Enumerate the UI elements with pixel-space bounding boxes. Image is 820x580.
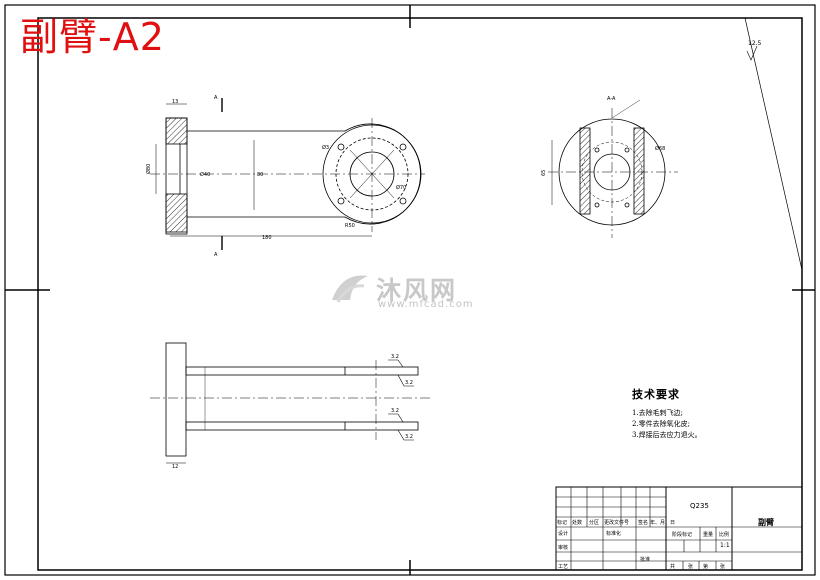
drawing-frame [37, 17, 803, 571]
role-review: 审核 [558, 545, 569, 551]
watermark-brand: 沐风网 [376, 276, 458, 305]
sheet-unit-label: 张 [720, 564, 726, 570]
corner-diagonal [744, 17, 803, 271]
role-design: 设计 [558, 531, 569, 537]
svg-text:A: A [214, 95, 218, 101]
front-view [150, 98, 425, 250]
svg-text:Ø3: Ø3 [322, 144, 329, 151]
svg-text:3.2: 3.2 [391, 354, 399, 360]
role-standardization: 标准化 [606, 531, 622, 537]
header-date: 年、月、日 [650, 520, 676, 526]
header-count: 处数 [572, 520, 583, 526]
bolt-hole [337, 143, 345, 151]
role-approve: 批准 [640, 557, 651, 563]
stage-mark-label: 阶段标记 [672, 532, 693, 538]
bolt-hole [337, 197, 345, 205]
tech-requirements-heading: 技术要求 [632, 388, 680, 401]
svg-text:A: A [214, 252, 218, 258]
svg-text:12: 12 [172, 464, 178, 470]
svg-text:3.2: 3.2 [405, 434, 413, 440]
surface-finish-value: 12.5 [748, 40, 762, 47]
section-view-text: A-A 65 Ø68 [541, 96, 665, 176]
sheets-unit-label: 张 [688, 564, 694, 570]
sheet-number-label: 第 [703, 564, 709, 570]
role-process: 工艺 [558, 564, 569, 570]
svg-text:Ø68: Ø68 [655, 145, 665, 152]
tech-requirement-item: 3.焊接后去应力退火。 [632, 431, 702, 439]
svg-text:80: 80 [257, 172, 263, 178]
bolt-hole [399, 143, 407, 151]
sheet-title: 副臂-A2 [20, 15, 165, 59]
svg-text:65: 65 [541, 170, 547, 176]
watermark-logo-icon [332, 275, 368, 303]
material-label: Q235 [690, 502, 709, 510]
section-view [548, 99, 678, 238]
part-name: 副臂 [758, 518, 774, 527]
header-mark: 标记 [557, 520, 568, 526]
bolt-hole [399, 197, 407, 205]
watermark-url: www.mfcad.com [378, 299, 474, 310]
title-block [555, 486, 803, 571]
svg-text:R50: R50 [345, 223, 355, 229]
ratio-label: 比例 [719, 532, 730, 538]
svg-text:Ø40: Ø40 [200, 171, 210, 178]
header-zone: 分区 [589, 520, 600, 526]
svg-text:Ø70: Ø70 [396, 184, 406, 191]
tech-requirements: 技术要求 1.去除毛刺飞边; 2.零件去除氧化皮; 3.焊接后去应力退火。 [632, 386, 702, 441]
section-plate-left [579, 127, 591, 215]
top-plate-upper [185, 366, 419, 376]
centering-marks [5, 5, 815, 575]
svg-text:180: 180 [262, 235, 272, 241]
scale-value: 1:1 [720, 542, 730, 549]
header-signature: 签名 [638, 520, 649, 526]
top-view [150, 342, 430, 464]
roughness-symbol [746, 45, 758, 61]
tech-requirement-item: 1.去除毛刺飞边; [632, 409, 684, 417]
svg-text:Ø80: Ø80 [145, 164, 152, 174]
top-flange [165, 342, 187, 457]
weight-label: 重量 [703, 532, 714, 538]
top-plate-lower [185, 421, 419, 431]
svg-text:3.2: 3.2 [405, 380, 413, 386]
svg-text:A-A: A-A [607, 96, 616, 102]
header-change-doc: 更改文件号 [604, 520, 630, 526]
sheets-total-label: 共 [670, 564, 676, 570]
svg-text:13: 13 [172, 99, 178, 105]
section-plate-right [633, 127, 645, 215]
weld-symbols [388, 359, 414, 441]
svg-text:3.2: 3.2 [391, 408, 399, 414]
tech-requirement-item: 2.零件去除氧化皮; [632, 420, 691, 428]
top-view-text: 3.2 3.2 3.2 3.2 12 [172, 354, 413, 470]
front-view-dimension-text: 13 180 80 Ø80 Ø40 A A Ø3 Ø70 R50 [145, 95, 406, 258]
